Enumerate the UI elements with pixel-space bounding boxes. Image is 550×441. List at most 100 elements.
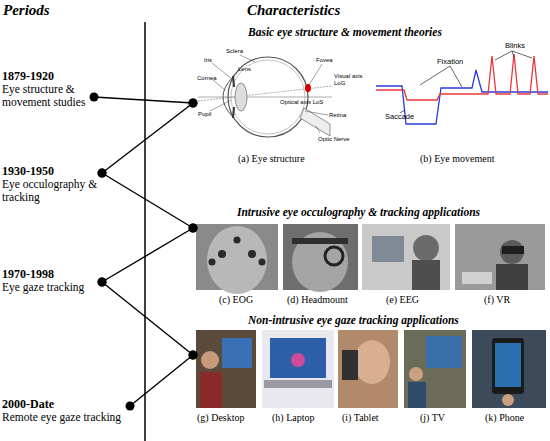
leader-line <box>309 64 322 85</box>
leader-line <box>450 66 462 87</box>
figure-caption: (c) EOG <box>219 294 253 305</box>
part-label: Iris <box>204 57 212 64</box>
period-description: Eye gaze tracking <box>2 281 102 294</box>
person-body <box>496 264 528 290</box>
phone-body <box>492 338 524 394</box>
person-body <box>412 260 440 290</box>
tv-screen <box>426 336 462 368</box>
timeline-dot <box>189 99 198 108</box>
person-body <box>200 372 222 408</box>
timeline-connector <box>102 103 193 173</box>
vertical-gaze-trace <box>376 54 548 100</box>
timeline-dot <box>126 402 135 411</box>
tv-photo <box>404 330 466 408</box>
leader-line <box>420 66 450 85</box>
period-box: 1970-1998Eye gaze tracking <box>2 268 102 294</box>
part-label: Visual axis LoG <box>334 73 368 86</box>
period-years: 1930-1950 <box>2 165 102 178</box>
period-description: Eye occulography & tracking <box>2 178 102 204</box>
face-shape <box>354 340 390 384</box>
timeline-dot <box>189 224 198 233</box>
part-label: Fovea <box>316 57 333 64</box>
figure-caption: (f) VR <box>484 294 510 305</box>
leader-line <box>305 111 328 115</box>
timeline-dot <box>98 278 107 287</box>
iris-upper <box>233 76 234 87</box>
leader-line <box>213 80 225 90</box>
phone-photo <box>472 330 546 408</box>
leader-line <box>210 100 231 111</box>
headband <box>292 238 348 244</box>
fovea-mark <box>305 84 311 92</box>
leader-line <box>316 126 320 133</box>
part-label: Pupil <box>198 111 211 118</box>
timeline-connector <box>94 97 193 103</box>
person-head <box>500 240 524 264</box>
vr-photo <box>455 224 545 290</box>
optic-nerve-shape <box>300 108 330 136</box>
figure-caption: (k) Phone <box>485 412 524 423</box>
person-body <box>408 382 426 408</box>
part-label: Optic Nerve <box>318 136 350 143</box>
timeline-axis <box>144 22 146 441</box>
figure-caption: (b) Eye movement <box>420 153 494 164</box>
timeline-connector <box>102 228 193 282</box>
leader-line <box>512 51 532 58</box>
cornea-arc <box>223 78 232 116</box>
figure-caption: (a) Eye structure <box>238 153 305 164</box>
timeline-dot <box>98 278 107 287</box>
signal-label: Blinks <box>505 42 525 50</box>
person-head <box>409 367 423 381</box>
face-shape <box>207 226 267 294</box>
monitor-shape <box>372 236 404 262</box>
timeline-connector <box>102 173 193 228</box>
figure-caption: (e) EEG <box>386 294 419 305</box>
eeg-photo <box>362 224 450 290</box>
timeline-dot <box>189 99 198 108</box>
section-heading: Intrusive eye occulography & tracking ap… <box>193 206 548 219</box>
monitor-screen <box>222 338 252 368</box>
desk-shape <box>462 272 492 284</box>
person-head <box>201 351 219 369</box>
section-heading: Basic eye structure & movement theories <box>193 26 548 39</box>
figure-caption: (j) TV <box>420 412 445 423</box>
part-label: Retina <box>329 112 346 119</box>
timeline-dot <box>189 351 198 360</box>
section-heading: Non-intrusive eye gaze tracking applicat… <box>193 314 548 327</box>
column-header: Periods <box>3 2 50 19</box>
tablet-photo <box>338 330 398 408</box>
tablet-shape <box>342 350 358 380</box>
signal-label: Saccade <box>385 113 414 121</box>
part-label: Optical axis LoS <box>280 99 323 106</box>
electrode <box>234 237 241 244</box>
figure-caption: (h) Laptop <box>272 412 315 423</box>
eeg-cap <box>413 235 439 261</box>
period-box: 1930-1950Eye occulography & tracking <box>2 165 102 204</box>
figure-caption: (g) Desktop <box>197 412 245 423</box>
characteristics-section: Non-intrusive eye gaze tracking applicat… <box>193 314 548 428</box>
iris-lower <box>233 107 234 118</box>
electrode <box>248 250 256 258</box>
leader-line <box>495 51 512 60</box>
laptop-base <box>264 380 332 388</box>
electrode <box>218 250 226 258</box>
face-shape <box>292 232 348 292</box>
retina-layer <box>231 60 305 134</box>
timeline-dot <box>90 93 99 102</box>
electrode <box>259 259 266 266</box>
part-label: Lens <box>238 66 251 73</box>
phone-screen <box>495 343 521 387</box>
timeline-connector <box>102 282 193 355</box>
leader-line <box>240 55 255 62</box>
electrode <box>209 259 216 266</box>
eyeball-outline <box>228 57 308 137</box>
period-box: 1879-1920Eye structure & movement studie… <box>2 70 94 109</box>
laptop-photo <box>262 330 334 408</box>
heatmap-spot <box>291 353 305 367</box>
timeline-dot <box>189 351 198 360</box>
lens-shape <box>235 83 247 111</box>
period-description: Remote eye gaze tracking <box>2 411 130 424</box>
characteristics-section: Intrusive eye occulography & tracking ap… <box>193 206 548 308</box>
